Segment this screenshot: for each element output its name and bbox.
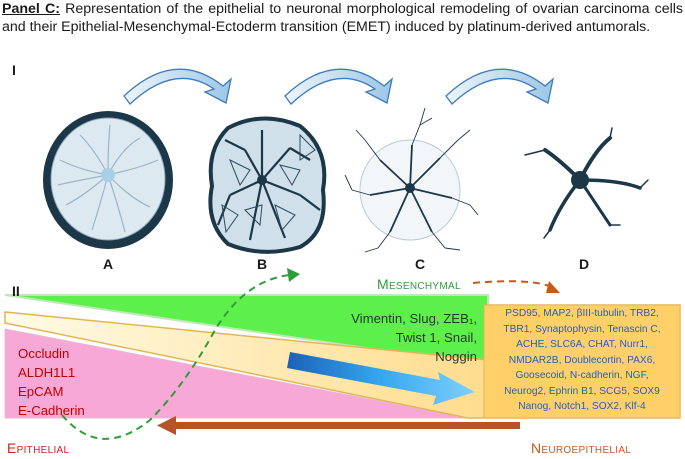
neuro-marker: ACHE, SLC6A, CHAT, Nurr1, [516,339,648,350]
cell-c-mesenchymal-illustration [344,107,479,253]
curved-arrow-c-d [445,68,555,105]
curved-arrow-a-b [123,68,233,105]
dashed-arrow-epithelial-to-mesenchymal [61,268,300,440]
caption-text: Representation of the epithelial to neur… [2,1,683,35]
neuroepithelial-marker-list: PSD95, MAP2, βIII-tubulin, TRB2, TBR1, S… [486,306,678,415]
cell-a-epithelial-illustration [43,111,173,249]
band-yellow-neuroepithelial [4,304,681,419]
stage-label-neuroepithelial: Neuroepithelial [531,440,632,456]
cell-label-a: A [102,256,114,272]
neuro-marker: PSD95, MAP2, βIII-tubulin, TRB2, [505,308,659,319]
solid-arrow-neuroepithelial-to-epithelial [157,416,520,435]
epithelial-marker-list: Occludin ALDH1L1 EpCAM E-Cadherin [18,344,85,420]
section-two-label: II [12,283,20,299]
mesenchymal-marker: Vimentin, Slug, ZEB₁, [351,311,477,326]
neuro-marker: Goosecoid, N-cadherin, NGF, [515,370,649,381]
epithelial-marker: Occludin [18,346,70,361]
figure-caption: Panel C: Representation of the epithelia… [2,0,683,36]
mesenchymal-marker-list: Vimentin, Slug, ZEB₁, Twist 1, Snail, No… [300,309,477,366]
cell-b-transitional-illustration [208,116,327,254]
epithelial-marker: E-Cadherin [18,403,85,418]
stage-label-epithelial: Epithelial [7,440,70,456]
caption-lead: Panel C: [2,1,60,17]
mesenchymal-marker: Twist 1, Snail, [395,330,477,345]
blue-progression-arrow [287,352,475,405]
section-one-label: I [12,62,16,78]
band-pink-epithelial [4,328,469,419]
neuro-marker: Nanog, Notch1, SOX2, Klf-4 [518,401,646,412]
epithelial-marker: EpCAM [18,384,64,399]
mesenchymal-marker: Noggin [435,349,477,364]
cell-label-d: D [578,256,590,272]
cell-d-neuronal-illustration [524,127,649,239]
cell-label-c: C [414,256,426,272]
cell-label-b: B [256,256,268,272]
epithelial-marker: ALDH1L1 [18,365,76,380]
neuro-marker: NMDAR2B, Doublecortin, PAX6, [508,354,656,366]
dashed-arrow-mesenchymal-to-neuroepithelial [472,280,560,293]
neuro-marker: Neurog2, Ephrin B1, SCG5, SOX9 [504,385,660,397]
curved-arrow-b-c [284,68,394,105]
neuro-marker: TBR1, Synaptophysin, Tenascin C, [503,323,661,335]
stage-label-mesenchymal: Mesenchymal [377,276,461,292]
